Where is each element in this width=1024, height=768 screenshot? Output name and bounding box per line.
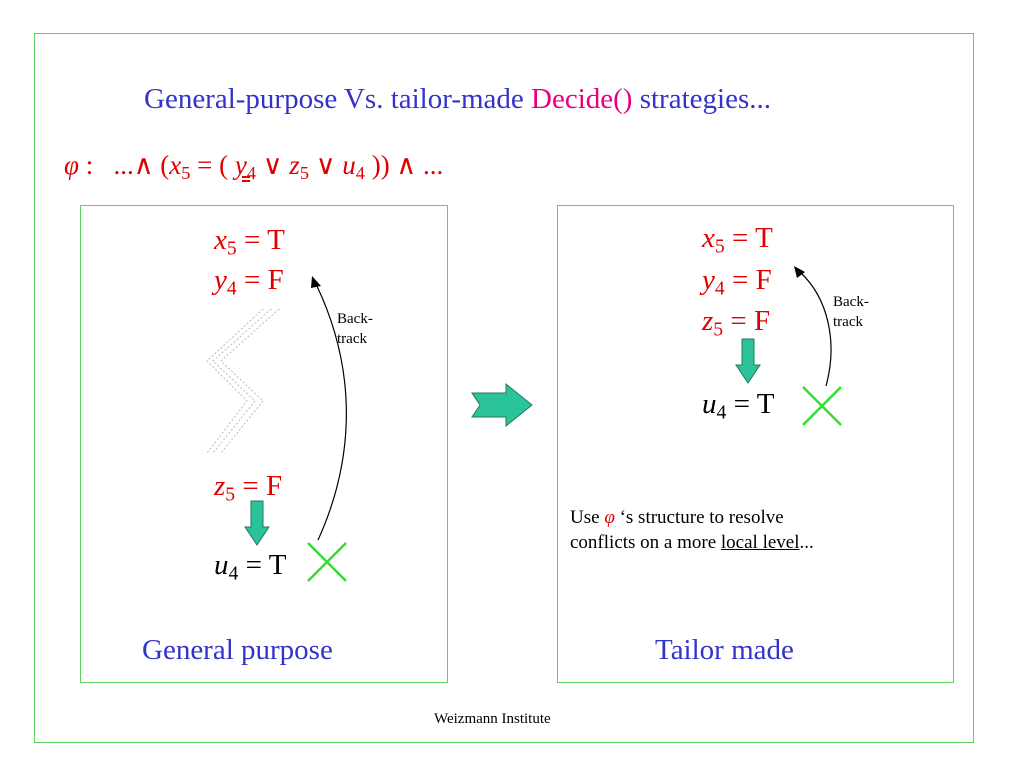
right-x-var: x — [702, 222, 715, 254]
right-z-sub: 5 — [713, 318, 724, 341]
formula-pre: ...∧ ( — [113, 150, 170, 180]
backtrack-arrow-icon — [794, 266, 832, 387]
left-backtrack-label: Back- track — [337, 309, 373, 350]
left-z5-assignment: z5 = F — [214, 470, 283, 505]
formula-x-sub: 5 — [181, 163, 191, 184]
slide-title: General-purpose Vs. tailor-made Decide()… — [144, 83, 771, 116]
right-x-sub: 5 — [714, 235, 725, 258]
title-part-1: General-purpose Vs. tailor-made — [144, 83, 532, 115]
zigzag-omitted-levels-icon — [206, 308, 280, 454]
left-x-rest: = T — [236, 224, 285, 256]
left-y-rest: = F — [236, 264, 284, 296]
left-u4-assignment: u4 = T — [214, 549, 287, 584]
formula-y-sub: 4 — [246, 163, 257, 184]
formula: φ : ...∧ (x5 = ( y4 ∨ z5 ∨ u4 )) ∧ ... — [64, 150, 444, 184]
right-z5-assignment: z5 = F — [702, 305, 771, 340]
note-use: Use — [570, 507, 605, 528]
formula-y-underlined: y4 — [234, 150, 257, 184]
left-y-sub: 4 — [226, 277, 237, 300]
left-backtrack-line-2: track — [337, 331, 367, 348]
left-x-var: x — [214, 224, 227, 256]
right-y-var: y — [702, 264, 715, 296]
title-part-3: strategies... — [632, 83, 771, 115]
left-u-sub: 4 — [228, 562, 239, 585]
right-z-var: z — [702, 305, 714, 337]
formula-x: x — [169, 150, 182, 180]
right-backtrack-label: Back- track — [833, 292, 869, 333]
right-z-rest: = F — [723, 305, 771, 337]
note-ellipsis: ... — [799, 531, 814, 553]
right-y-rest: = F — [724, 264, 772, 296]
formula-post: )) ∧ ... — [364, 150, 444, 180]
right-backtrack-line-2: track — [833, 314, 863, 331]
right-y-sub: 4 — [714, 277, 725, 300]
formula-y: y — [234, 150, 247, 180]
right-u-var: u — [702, 388, 717, 420]
formula-phi: φ — [64, 150, 79, 180]
implication-down-arrow-icon — [244, 500, 270, 546]
right-x-rest: = T — [724, 222, 773, 254]
left-z-rest: = F — [235, 470, 283, 502]
general-purpose-panel — [80, 205, 448, 683]
backtrack-arrow-icon — [311, 276, 347, 541]
slide-frame — [34, 33, 974, 743]
right-u-sub: 4 — [716, 401, 727, 424]
left-z-var: z — [214, 470, 226, 502]
note-local-level: local level — [720, 531, 800, 553]
implication-down-arrow-icon — [735, 338, 761, 384]
left-backtrack-line-1: Back- — [337, 311, 373, 327]
note-line-1: Use φ ‘s structure to resolve — [570, 506, 940, 531]
general-purpose-caption: General purpose — [142, 634, 333, 666]
left-x5-assignment: x5 = T — [214, 224, 285, 259]
formula-z-sub: 5 — [299, 163, 309, 184]
formula-or-2: ∨ — [309, 150, 343, 180]
formula-u-sub: 4 — [355, 163, 365, 184]
footer-institution: Weizmann Institute — [434, 711, 551, 727]
right-u4-assignment: u4 = T — [702, 388, 775, 423]
tailor-made-caption: Tailor made — [655, 634, 794, 666]
right-u-rest: = T — [726, 388, 775, 420]
conflict-cross-icon — [802, 386, 842, 426]
left-u-var: u — [214, 549, 229, 581]
formula-or-1: ∨ — [256, 150, 290, 180]
left-z-sub: 5 — [225, 483, 236, 506]
formula-z: z — [289, 150, 300, 180]
conflict-cross-icon — [307, 542, 347, 582]
title-decide: Decide() — [531, 83, 633, 115]
tailor-made-panel — [557, 205, 954, 683]
note-phi: φ — [604, 507, 615, 528]
left-y-var: y — [214, 264, 227, 296]
left-x-sub: 5 — [226, 237, 237, 260]
right-y4-assignment: y4 = F — [702, 264, 772, 299]
right-backtrack-line-1: Back- — [833, 294, 869, 310]
formula-colon: : — [78, 150, 94, 180]
left-u-rest: = T — [238, 549, 287, 581]
note-line-2: conflicts on a more local level... — [570, 531, 940, 556]
formula-eq: = ( — [190, 150, 235, 180]
right-x5-assignment: x5 = T — [702, 222, 773, 257]
transition-right-arrow-icon — [471, 382, 533, 428]
note-structure: ‘s structure to resolve — [614, 507, 784, 528]
formula-u: u — [342, 150, 356, 180]
note-conflicts: conflicts on a more — [570, 531, 721, 553]
left-y4-assignment: y4 = F — [214, 264, 284, 299]
structure-note: Use φ ‘s structure to resolve conflicts … — [570, 506, 940, 555]
